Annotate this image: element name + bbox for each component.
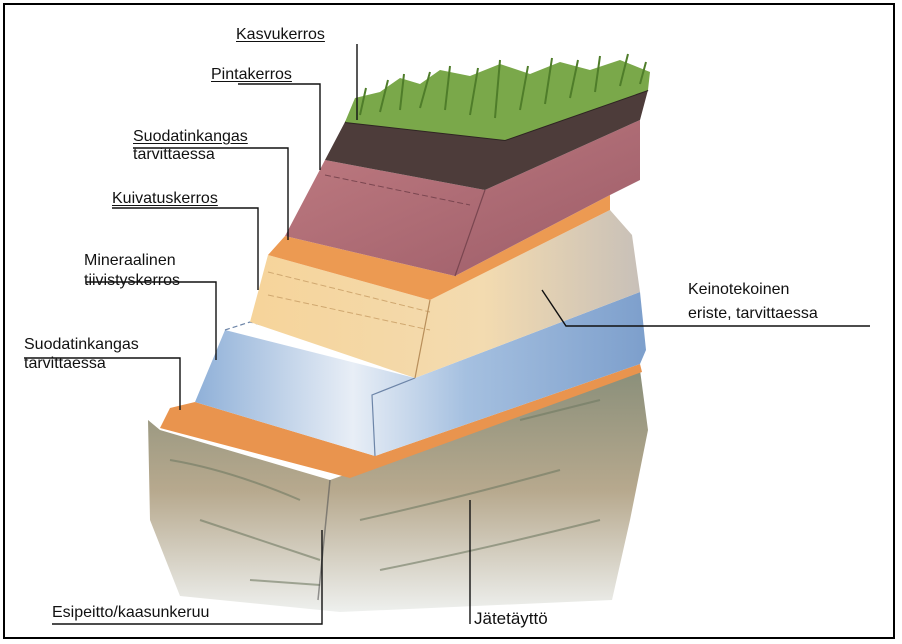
label-esipeitto: Esipeitto/kaasunkeruu xyxy=(52,604,209,622)
label-mineraalinen: Mineraalinen xyxy=(84,252,176,270)
label-pintakerros: Pintakerros xyxy=(211,66,292,84)
label-kuivatuskerros: Kuivatuskerros xyxy=(112,190,218,208)
label-eriste-tarvittaessa: eriste, tarvittaessa xyxy=(688,305,818,323)
label-suodatinkangas-top: Suodatinkangas xyxy=(133,128,248,146)
label-keinotekoinen: Keinotekoinen xyxy=(688,281,789,299)
label-tarvittaessa-top: tarvittaessa xyxy=(133,146,215,164)
label-suodatinkangas-bottom: Suodatinkangas xyxy=(24,336,139,354)
label-jatetaytto: Jätetäyttö xyxy=(474,610,548,628)
label-tiivistyskerros: tiivistyskerros xyxy=(84,272,180,290)
label-tarvittaessa-bottom: tarvittaessa xyxy=(24,355,106,373)
label-kasvukerros: Kasvukerros xyxy=(236,26,325,44)
